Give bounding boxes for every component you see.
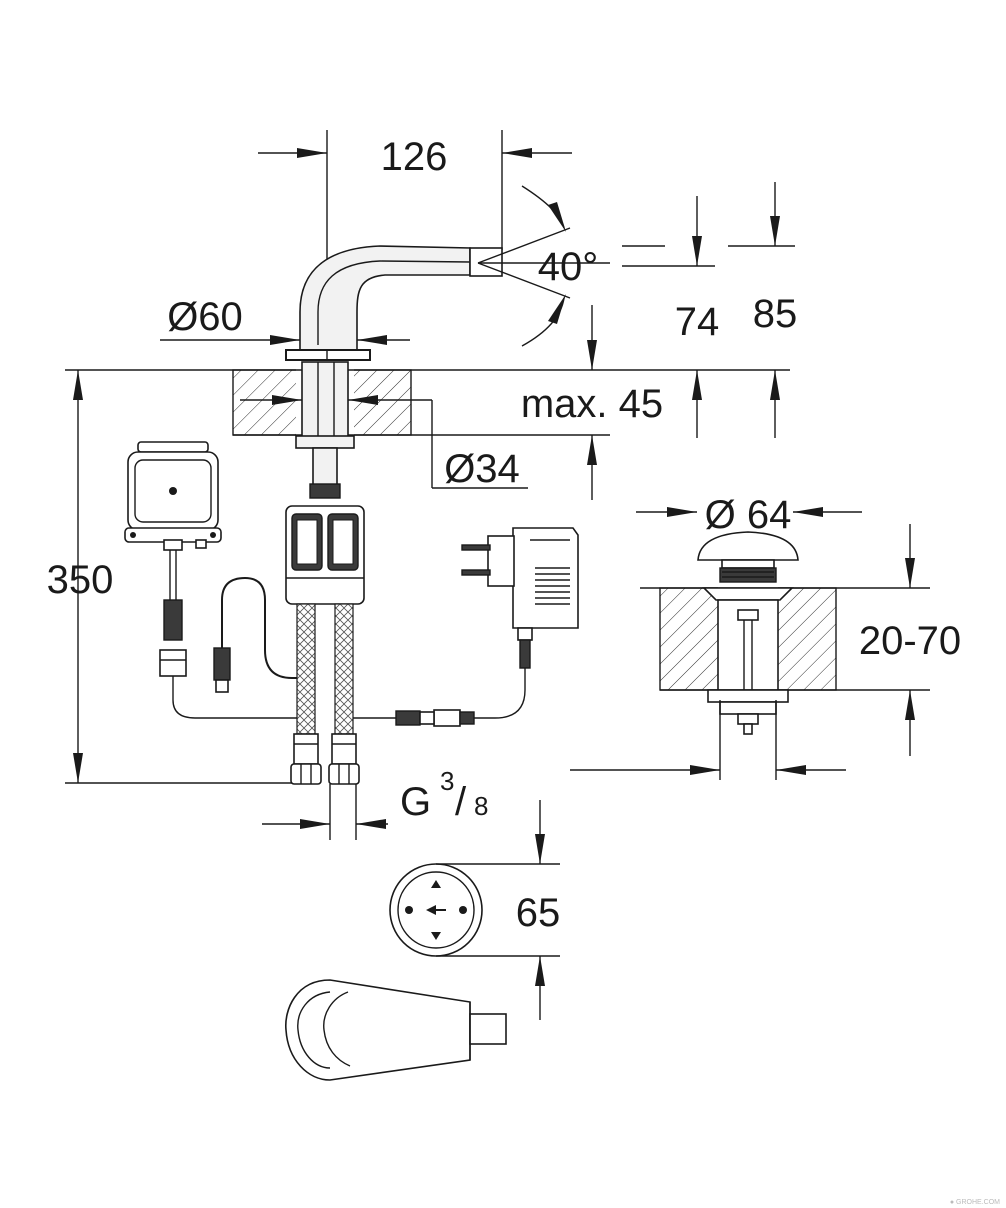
dim-spout-angle: 40° <box>538 245 599 289</box>
dim-height-85: 85 <box>753 292 798 336</box>
dim-spout-reach: 126 <box>381 135 448 179</box>
dim-total-height: 350 <box>47 558 114 602</box>
dimension-126: 126 <box>258 130 572 360</box>
dim-sensor-diameter: 65 <box>516 891 561 935</box>
supply-hoses <box>290 603 360 840</box>
sensor-front-view: 65 <box>389 800 561 1020</box>
dim-base-diameter: Ø60 <box>167 295 243 339</box>
control-unit <box>285 505 365 605</box>
faucet-shank <box>295 361 355 499</box>
dim-thread-num: 3 <box>440 766 454 796</box>
dimension-74-85: 74 85 <box>622 182 797 438</box>
dim-thread-g: G <box>400 780 431 824</box>
dimension-max-45: max. 45 <box>521 305 663 500</box>
connector-cable <box>213 576 300 693</box>
dim-deck-thickness: max. 45 <box>521 382 663 426</box>
dimension-diameter-34: Ø34 <box>240 395 528 491</box>
watermark: ● GROHE.COM <box>950 1199 1000 1206</box>
waste-valve: Ø 64 20-70 <box>570 493 961 780</box>
dimension-350: 350 <box>47 370 300 784</box>
dim-waste-deck-range: 20-70 <box>859 619 961 663</box>
dimension-40-degrees: 40° <box>477 185 610 347</box>
dim-thread-den: 8 <box>474 791 488 821</box>
deck-section <box>65 368 790 438</box>
faucet-spout <box>285 245 503 361</box>
dimension-g-3-8: G 3 / 8 <box>262 766 488 829</box>
thread-slash: / <box>455 780 467 824</box>
spout-top-view <box>285 979 507 1081</box>
power-adapter <box>353 527 579 727</box>
dim-height-74: 74 <box>675 300 720 344</box>
dim-waste-diameter: Ø 64 <box>705 493 792 537</box>
sensor-box <box>124 441 300 719</box>
dimension-diameter-60: Ø60 <box>160 295 410 345</box>
dim-shank-diameter: Ø34 <box>444 447 520 491</box>
